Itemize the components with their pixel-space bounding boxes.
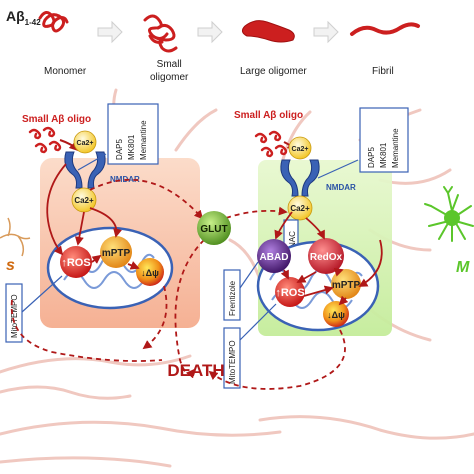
left-ca-bottom-label: Ca2+ — [74, 196, 94, 205]
frentizole-box — [223, 269, 241, 321]
arrow-2 — [197, 20, 223, 44]
arrow-3 — [313, 20, 339, 44]
right-mitotempo-label: MitoTEMPO — [228, 340, 237, 384]
left-inhibitor-line — [77, 153, 107, 171]
right-mitotempo-box — [223, 327, 241, 389]
right-inhibitor-1: DAP5 — [367, 147, 376, 168]
right-internal-arrows — [274, 211, 383, 306]
right-nmdar-label: NMDAR — [326, 183, 356, 192]
right-ca-bottom-label: Ca2+ — [290, 204, 310, 213]
left-edge-dendrite — [0, 217, 31, 257]
center-dashed-arrows — [10, 178, 346, 390]
glut-bubble — [197, 211, 231, 245]
small-oligomer-shape — [143, 14, 178, 53]
death-label: DEATH — [167, 361, 224, 380]
left-inhibitor-box — [107, 103, 159, 165]
right-oligo-label: Small Aβ oligo — [234, 110, 303, 121]
stage-label-monomer: Monomer — [44, 66, 87, 77]
right-ca-top-bubble — [288, 136, 312, 160]
stage-label-small-oligomer: Small oligomer — [150, 59, 189, 83]
abeta-title-main: Aβ — [6, 8, 25, 24]
left-nmdar-receptor — [64, 151, 106, 189]
right-mitotempo-line — [239, 303, 277, 341]
left-inhibitor-texts: DAP5 MK801 Memantine — [115, 120, 148, 160]
right-ca-bottom-bubble — [287, 195, 313, 221]
left-mitotempo-line — [21, 275, 63, 313]
left-mitotempo-label: MitoTEMPO — [10, 294, 19, 338]
left-ros-bubble — [60, 246, 92, 278]
left-inhibitor-1: DAP5 — [115, 139, 124, 160]
right-oligomer-cluster — [254, 130, 288, 158]
right-mptp-label: mPTP — [332, 280, 361, 291]
left-dpsi-bubble — [136, 258, 164, 286]
fibril-shape — [350, 22, 420, 36]
right-dpsi-label: ↓Δψ — [327, 310, 345, 320]
right-inhibitor-box — [359, 107, 409, 173]
stage-label-fibril: Fibril — [372, 66, 394, 77]
right-edge-label: M — [456, 259, 470, 276]
left-mitotempo-box — [5, 283, 23, 343]
frentizole-line — [239, 261, 259, 289]
aggregation-header — [38, 11, 420, 53]
left-oligomer-cluster — [28, 126, 62, 154]
left-internal-arrows — [46, 163, 140, 270]
left-edge-label: s — [6, 257, 15, 274]
left-mptp-bubble — [100, 236, 132, 268]
redox-label: RedOx — [310, 252, 343, 263]
left-oligo-label: Small Aβ oligo — [22, 114, 91, 125]
right-inhibitor-texts: DAP5 MK801 Memantine — [367, 128, 400, 168]
stage-label-large-oligomer: Large oligomer — [240, 66, 307, 77]
monomer-shape — [38, 11, 69, 33]
right-inhibitor-line — [317, 159, 359, 179]
right-inhibitor-2: MK801 — [379, 142, 388, 168]
right-ros-bubble — [275, 277, 305, 307]
left-inhibitor-3: Memantine — [139, 120, 148, 160]
glut-label: GLUT — [200, 224, 227, 235]
left-inhibitor-2: MK801 — [127, 134, 136, 160]
astrocyte-icon — [424, 186, 474, 242]
abeta-title: Aβ1-42 — [6, 8, 41, 27]
frentizole-label: Frentizole — [228, 280, 237, 316]
left-ca-top-label: Ca2+ — [77, 140, 94, 147]
abad-label: ABAD — [260, 252, 289, 263]
left-dpsi-label: ↓Δψ — [141, 268, 159, 278]
redox-bubble — [308, 238, 344, 274]
right-dpsi-bubble — [323, 301, 349, 327]
left-ros-label: ↑ROS — [61, 257, 90, 269]
arrow-1 — [97, 20, 123, 44]
abad-bubble — [257, 239, 291, 273]
large-oligomer-shape — [241, 20, 295, 43]
left-ca-top-bubble — [73, 130, 97, 154]
right-ca-top-label: Ca2+ — [292, 146, 309, 153]
left-mptp-label: mPTP — [102, 248, 131, 259]
right-inhibitor-3: Memantine — [391, 128, 400, 168]
right-ros-label: ↑ROS — [275, 287, 304, 299]
nac-label: NAC — [288, 231, 297, 248]
abeta-title-sub: 1-42 — [24, 17, 41, 27]
